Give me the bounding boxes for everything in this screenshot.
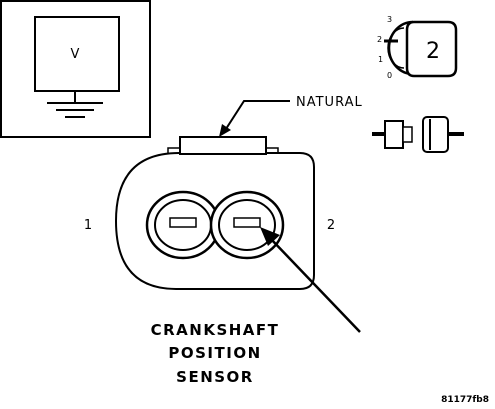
meter-symbol: V <box>71 47 80 62</box>
figure-code: 81177fb8 <box>441 395 489 405</box>
connector-cavity-1 <box>145 190 221 260</box>
caption-line-3: SENSOR <box>176 368 254 386</box>
caption-line-1: CRANKSHAFT <box>151 321 280 339</box>
pin-pointer-arrow <box>260 227 361 333</box>
disconnected-connector-icon <box>372 116 464 153</box>
ignition-scale-1: 1 <box>378 55 383 64</box>
connector-lock-tab <box>179 136 267 155</box>
caption-line-2: POSITION <box>168 344 261 362</box>
ignition-scale-3: 3 <box>387 15 392 24</box>
connector-color-callout: NATURAL <box>219 95 363 137</box>
ignition-key-icon: 3 2 1 0 2 <box>377 15 458 80</box>
pin-1-label: 1 <box>84 218 92 233</box>
ignition-position: 2 <box>426 39 440 64</box>
ignition-scale-0: 0 <box>387 71 392 80</box>
sensor-connector <box>114 136 315 290</box>
connector-color-label: NATURAL <box>296 95 363 110</box>
connector-cavity-2 <box>209 190 285 260</box>
voltmeter-test-icon: V <box>0 0 151 138</box>
ignition-scale-2: 2 <box>377 35 382 44</box>
pin-2-label: 2 <box>327 218 335 233</box>
